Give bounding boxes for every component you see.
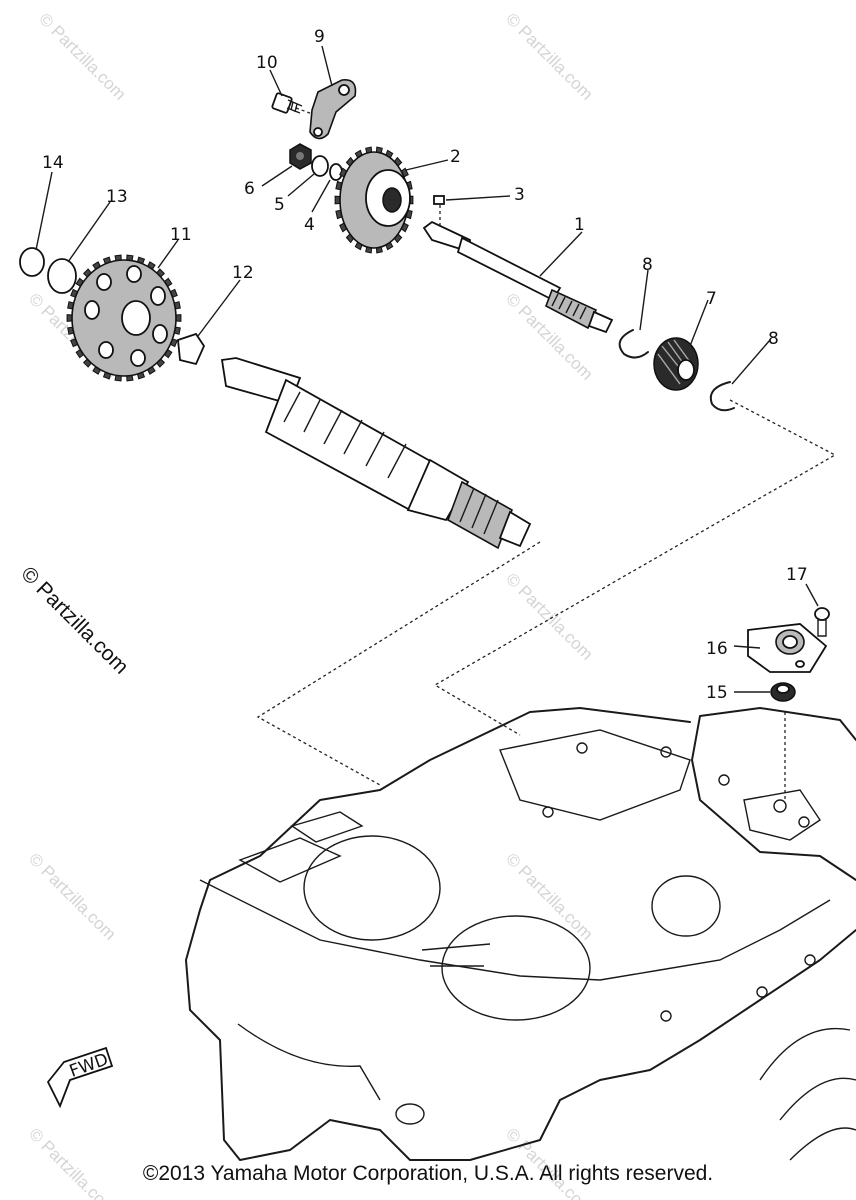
crankcase: [185, 707, 856, 1161]
watermarks: © Partzilla.com © Partzilla.com © Partzi…: [16, 9, 596, 1200]
watermark: © Partzilla.com: [502, 849, 596, 943]
lockwasher-12: [177, 332, 206, 366]
seal-15: [770, 682, 796, 702]
circlip-8b: [709, 381, 735, 412]
fwd-label: FWD: [67, 1050, 111, 1082]
washer-5: [311, 155, 329, 177]
callout-3: 3: [514, 185, 525, 205]
callout-13: 13: [106, 187, 128, 207]
ring-14: [19, 247, 45, 277]
callout-11: 11: [170, 225, 192, 245]
watermark-main: © Partzilla.com: [16, 562, 132, 678]
bolt-17: [814, 607, 830, 637]
callout-numbers: 1 2 3 4 5 6 7 8 8 9 10 11 12 13 14 15 16…: [42, 27, 808, 703]
callout-17: 17: [786, 565, 808, 585]
watermark: © Partzilla.com: [25, 849, 119, 943]
washer-4: [329, 163, 343, 181]
forward-arrow-icon: FWD: [46, 1046, 114, 1109]
callout-16: 16: [706, 639, 728, 659]
gear-7: [653, 337, 699, 391]
gear-2: [334, 146, 414, 254]
callout-8b: 8: [768, 329, 779, 349]
leader-lines: [35, 45, 819, 693]
shaft-1: [422, 220, 614, 334]
ring-13: [47, 258, 77, 294]
callout-5: 5: [274, 195, 285, 215]
bolt-10: [271, 92, 303, 114]
callout-6: 6: [244, 179, 255, 199]
gear-11: [66, 254, 182, 382]
watermark: © Partzilla.com: [502, 569, 596, 663]
watermark: © Partzilla.com: [35, 9, 129, 103]
callout-2: 2: [450, 147, 461, 167]
callout-10: 10: [256, 53, 278, 73]
callout-12: 12: [232, 263, 254, 283]
watermark: © Partzilla.com: [502, 9, 596, 103]
callout-7: 7: [706, 289, 717, 309]
callout-15: 15: [706, 683, 728, 703]
callout-8a: 8: [642, 255, 653, 275]
main-shaft: [220, 357, 532, 550]
circlip-8a: [618, 329, 649, 359]
callout-9: 9: [314, 27, 325, 47]
callout-1: 1: [574, 215, 585, 235]
key-3: [433, 195, 445, 205]
plate-9: [309, 79, 357, 140]
bracket-16: [747, 623, 828, 673]
callout-4: 4: [304, 215, 315, 235]
callout-14: 14: [42, 153, 64, 173]
copyright-notice: ©2013 Yamaha Motor Corporation, U.S.A. A…: [142, 1162, 714, 1185]
nut-6: [289, 143, 312, 170]
